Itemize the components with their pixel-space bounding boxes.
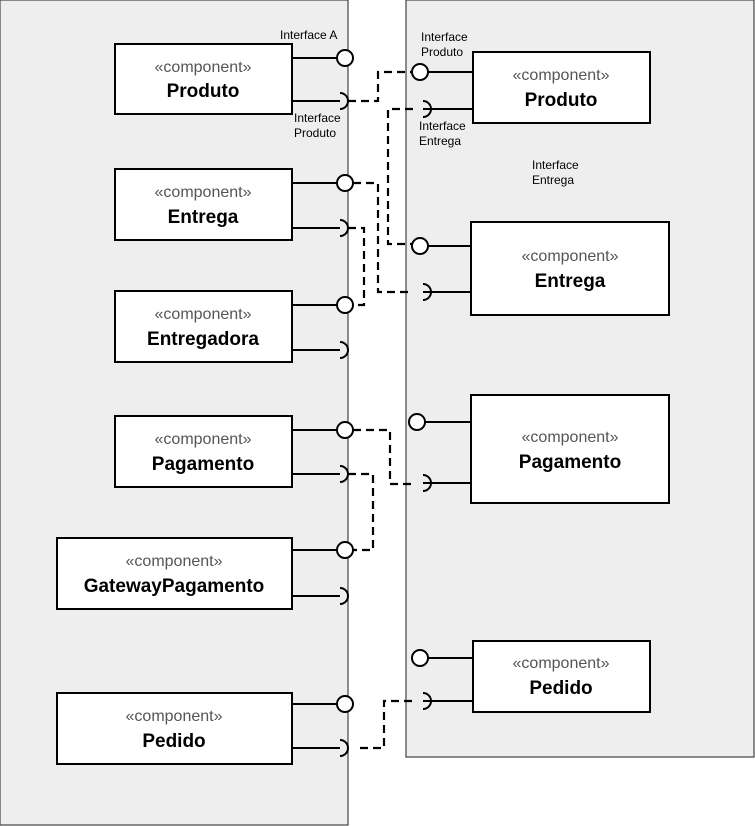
- svg-text:Interface: Interface: [419, 119, 466, 133]
- right-pagamento-provided-port: [408, 413, 471, 431]
- svg-text:Produto: Produto: [294, 126, 336, 140]
- left-gateway-required-port: [292, 587, 349, 605]
- left-produto-required-port: [292, 92, 349, 110]
- right-component-produto[interactable]: «component» Produto: [472, 51, 651, 124]
- connector-entrega-to-right-entrega: [353, 181, 413, 294]
- right-produto-required-port: [422, 100, 473, 118]
- stereotype-label: «component»: [155, 184, 252, 201]
- component-name: Pagamento: [152, 454, 254, 475]
- required-interface-icon: [339, 341, 349, 359]
- provided-interface-icon: [411, 237, 429, 255]
- left-entrega-required-port: [292, 219, 349, 237]
- right-component-entrega[interactable]: «component» Entrega: [470, 221, 670, 316]
- left-entrega-provided-port: [292, 174, 354, 192]
- component-name: Pagamento: [519, 452, 621, 473]
- svg-text:Interface: Interface: [294, 111, 341, 125]
- required-interface-icon: [339, 739, 349, 757]
- provided-interface-icon: [336, 695, 354, 713]
- interface-a-label: Interface A: [280, 28, 337, 42]
- stereotype-label: «component»: [513, 67, 610, 84]
- left-interface-produto-label: Interface Produto: [294, 111, 341, 140]
- left-component-pagamento[interactable]: «component» Pagamento: [114, 415, 293, 488]
- right-component-pedido[interactable]: «component» Pedido: [472, 640, 651, 713]
- required-interface-icon: [339, 587, 349, 605]
- provided-interface-icon: [411, 63, 429, 81]
- component-name: Pedido: [142, 731, 205, 752]
- right-interface-produto-label: Interface Produto: [421, 30, 468, 59]
- svg-text:Entrega: Entrega: [419, 134, 461, 148]
- left-pedido-required-port: [292, 739, 349, 757]
- required-interface-icon: [422, 100, 432, 118]
- connector-pagamento-to-right-pagamento: [353, 428, 413, 486]
- right-interface-entrega-label-1: Interface Entrega: [419, 119, 466, 148]
- stereotype-label: «component»: [513, 655, 610, 672]
- svg-text:Interface: Interface: [421, 30, 468, 44]
- left-pedido-provided-port: [292, 695, 354, 713]
- left-panel: [0, 0, 349, 826]
- right-entrega-required-port: [422, 283, 471, 301]
- required-interface-icon: [339, 465, 349, 483]
- connector-right-produto-to-right-entrega: [386, 107, 413, 246]
- provided-interface-icon: [336, 174, 354, 192]
- required-interface-icon: [422, 692, 432, 710]
- component-name: Produto: [167, 81, 240, 102]
- left-pagamento-required-port: [292, 465, 349, 483]
- provided-interface-icon: [408, 413, 426, 431]
- left-component-entrega[interactable]: «component» Entrega: [114, 168, 293, 241]
- stereotype-label: «component»: [126, 708, 223, 725]
- required-interface-icon: [422, 283, 432, 301]
- left-entregadora-provided-port: [292, 296, 354, 314]
- provided-interface-icon: [336, 296, 354, 314]
- required-interface-icon: [339, 92, 349, 110]
- svg-text:Interface: Interface: [532, 158, 579, 172]
- right-pedido-required-port: [422, 692, 473, 710]
- required-interface-icon: [422, 474, 432, 492]
- svg-text:Produto: Produto: [421, 45, 463, 59]
- stereotype-label: «component»: [522, 248, 619, 265]
- stereotype-label: «component»: [155, 431, 252, 448]
- stereotype-label: «component»: [522, 429, 619, 446]
- connector-pedido-to-right-pedido: [360, 699, 413, 750]
- component-name: Entrega: [168, 207, 239, 228]
- stereotype-label: «component»: [155, 306, 252, 323]
- provided-interface-icon: [336, 541, 354, 559]
- provided-interface-icon: [336, 49, 354, 67]
- left-component-gatewaypagamento[interactable]: «component» GatewayPagamento: [56, 537, 293, 610]
- right-pagamento-required-port: [422, 474, 471, 492]
- required-interface-icon: [339, 219, 349, 237]
- dashed-connectors: [348, 70, 413, 750]
- stereotype-label: «component»: [155, 59, 252, 76]
- connector-entrega-to-entregadora: [348, 226, 366, 307]
- left-component-pedido[interactable]: «component» Pedido: [56, 692, 293, 765]
- component-name: Pedido: [529, 678, 592, 699]
- provided-interface-icon: [336, 421, 354, 439]
- right-component-pagamento[interactable]: «component» Pagamento: [470, 394, 670, 504]
- right-pedido-provided-port: [411, 649, 473, 667]
- component-name: Entregadora: [147, 329, 259, 350]
- right-entrega-provided-port: [411, 237, 471, 255]
- left-entregadora-required-port: [292, 341, 349, 359]
- svg-text:Entrega: Entrega: [532, 173, 574, 187]
- left-component-produto[interactable]: «component» Produto: [114, 43, 293, 115]
- component-name: GatewayPagamento: [84, 576, 265, 597]
- right-panel: [405, 0, 755, 758]
- connector-pagamento-to-gateway: [348, 472, 375, 552]
- left-produto-provided-port: [292, 49, 354, 67]
- component-name: Produto: [525, 90, 598, 111]
- connector-produto-to-right-produto: [348, 70, 412, 103]
- provided-interface-icon: [411, 649, 429, 667]
- component-name: Entrega: [535, 271, 606, 292]
- left-component-entregadora[interactable]: «component» Entregadora: [114, 290, 293, 363]
- right-interface-entrega-label-2: Interface Entrega: [532, 158, 579, 187]
- stereotype-label: «component»: [126, 553, 223, 570]
